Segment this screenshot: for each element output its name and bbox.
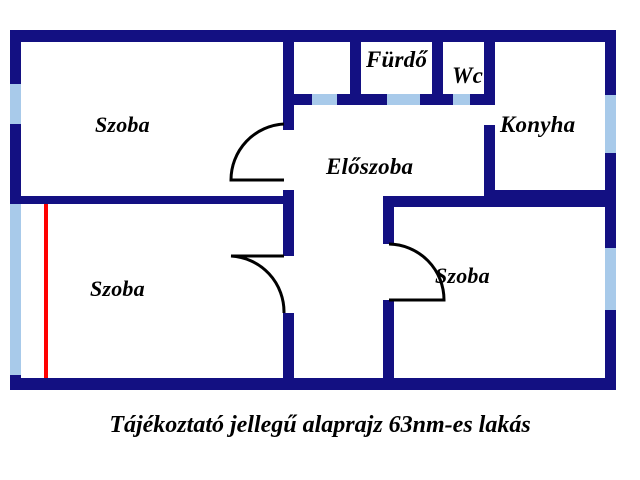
wall-bath-block-bottom-a (288, 94, 312, 105)
opening-wc (451, 94, 473, 105)
wall-between-bedrooms (10, 196, 290, 204)
room-label-eloszoba: Előszoba (326, 154, 414, 179)
wall-bath-block-bottom-d (470, 94, 495, 105)
room-label-konyha: Konyha (500, 112, 576, 137)
window-right-upper (605, 95, 616, 153)
wall-bath-block-bottom-b (337, 94, 387, 105)
door-swing-bedroom-top-left (229, 122, 285, 182)
room-label-szoba-bottom-right: Szoba (435, 263, 490, 288)
wall-bedroom-br-left-bottom (383, 300, 394, 390)
wall-bath-block-bottom-c (420, 94, 453, 105)
wall-interior-spine-lower (283, 313, 294, 390)
wall-exterior-right-bottom (605, 310, 616, 390)
window-group (10, 84, 616, 375)
wall-exterior-left-mid (10, 124, 21, 200)
wall-bedroom-br-top (383, 196, 616, 207)
wall-bedroom-br-left-top (383, 196, 394, 244)
wall-wc-konyha (484, 30, 495, 105)
door-swing-group (229, 122, 446, 314)
door-swing-bedroom-bottom-left (230, 254, 286, 314)
door-swing-bedroom-bottom-right (388, 242, 446, 302)
wall-exterior-left-bottom (10, 375, 21, 390)
wall-group (10, 30, 616, 390)
wall-konyha-left (484, 125, 495, 200)
window-right-lower (605, 248, 616, 310)
room-label-wc: Wc (452, 63, 484, 88)
room-label-szoba-top-left: Szoba (95, 112, 150, 137)
wall-furdo-wc (432, 30, 443, 105)
room-label-furdo: Fürdő (366, 47, 428, 72)
wall-konyha-bottom (484, 190, 616, 201)
wall-interior-spine-upper (283, 30, 294, 130)
opening-bedroom-corridor (310, 94, 340, 105)
window-left-lower (10, 200, 21, 375)
wall-furdo-left (350, 30, 361, 105)
wall-exterior-bottom (10, 378, 616, 390)
wall-exterior-top (10, 30, 616, 42)
wall-exterior-right-top (605, 30, 616, 95)
opening-furdo (385, 94, 423, 105)
room-label-szoba-bottom-left: Szoba (90, 276, 145, 301)
floor-plan-caption: Tájékoztató jellegű alaprajz 63nm-es lak… (109, 412, 531, 438)
wall-exterior-left-top (10, 30, 21, 84)
wall-interior-spine-mid (283, 190, 294, 256)
window-left-upper (10, 84, 21, 124)
